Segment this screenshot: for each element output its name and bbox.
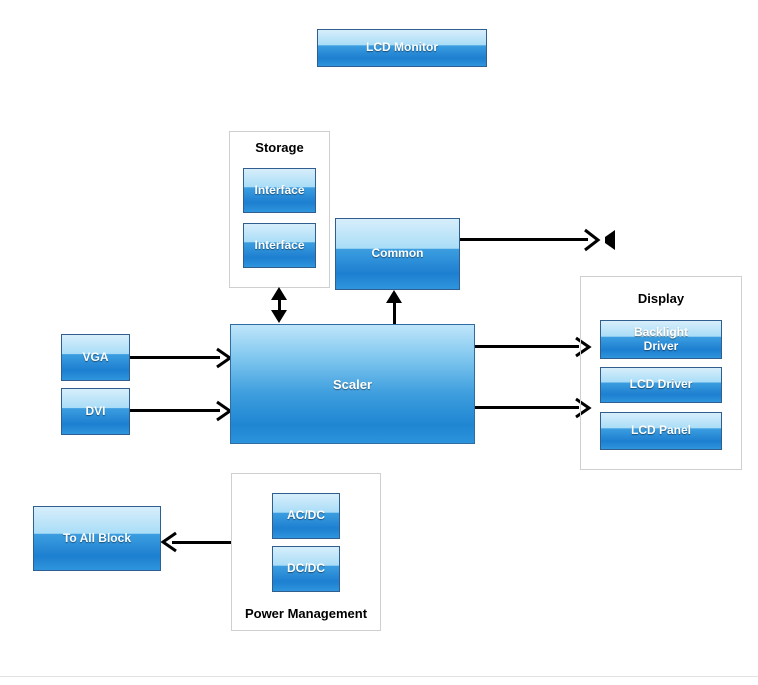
backlight-driver-line-1: Backlight — [633, 325, 688, 340]
connector-scaler-to-display-bottom — [475, 406, 579, 409]
block-scaler[interactable]: Scaler — [230, 324, 475, 444]
block-dc-dc[interactable]: DC/DC — [272, 546, 340, 592]
arrowhead-scaler-to-storage — [271, 287, 287, 300]
connector-vga-to-scaler — [130, 356, 220, 359]
group-power-management — [231, 473, 381, 631]
block-dvi[interactable]: DVI — [61, 388, 130, 435]
connector-dvi-to-scaler — [130, 409, 220, 412]
group-storage-title: Storage — [255, 140, 304, 155]
group-display-title: Display — [637, 291, 685, 306]
group-display — [580, 276, 742, 470]
connector-storage-scaler — [278, 292, 281, 320]
arrowhead-storage-to-scaler — [271, 310, 287, 323]
connector-scaler-to-display-top — [475, 345, 579, 348]
block-lcd-monitor[interactable]: LCD Monitor — [317, 29, 487, 67]
block-interface-1[interactable]: Interface — [243, 168, 316, 213]
group-power-management-title: Power Management — [244, 606, 368, 621]
connector-common-to-speaker — [460, 238, 588, 241]
speaker-icon — [602, 228, 618, 257]
block-backlight-driver[interactable]: Backlight Driver — [600, 320, 722, 359]
block-vga[interactable]: VGA — [61, 334, 130, 381]
connector-scaler-to-common — [393, 296, 396, 324]
block-to-all-block[interactable]: To All Block — [33, 506, 161, 571]
block-common[interactable]: Common — [335, 218, 460, 290]
block-lcd-driver[interactable]: LCD Driver — [600, 367, 722, 403]
connector-power-to-all-block — [172, 541, 231, 544]
arrowhead-scaler-to-common — [386, 290, 402, 303]
block-ac-dc[interactable]: AC/DC — [272, 493, 340, 539]
block-lcd-panel[interactable]: LCD Panel — [600, 412, 722, 450]
arrowhead-common-to-speaker — [583, 228, 601, 252]
backlight-driver-line-2: Driver — [643, 338, 679, 353]
arrowhead-power-to-all-block — [160, 531, 178, 553]
block-interface-2[interactable]: Interface — [243, 223, 316, 268]
footer-divider — [0, 676, 758, 677]
